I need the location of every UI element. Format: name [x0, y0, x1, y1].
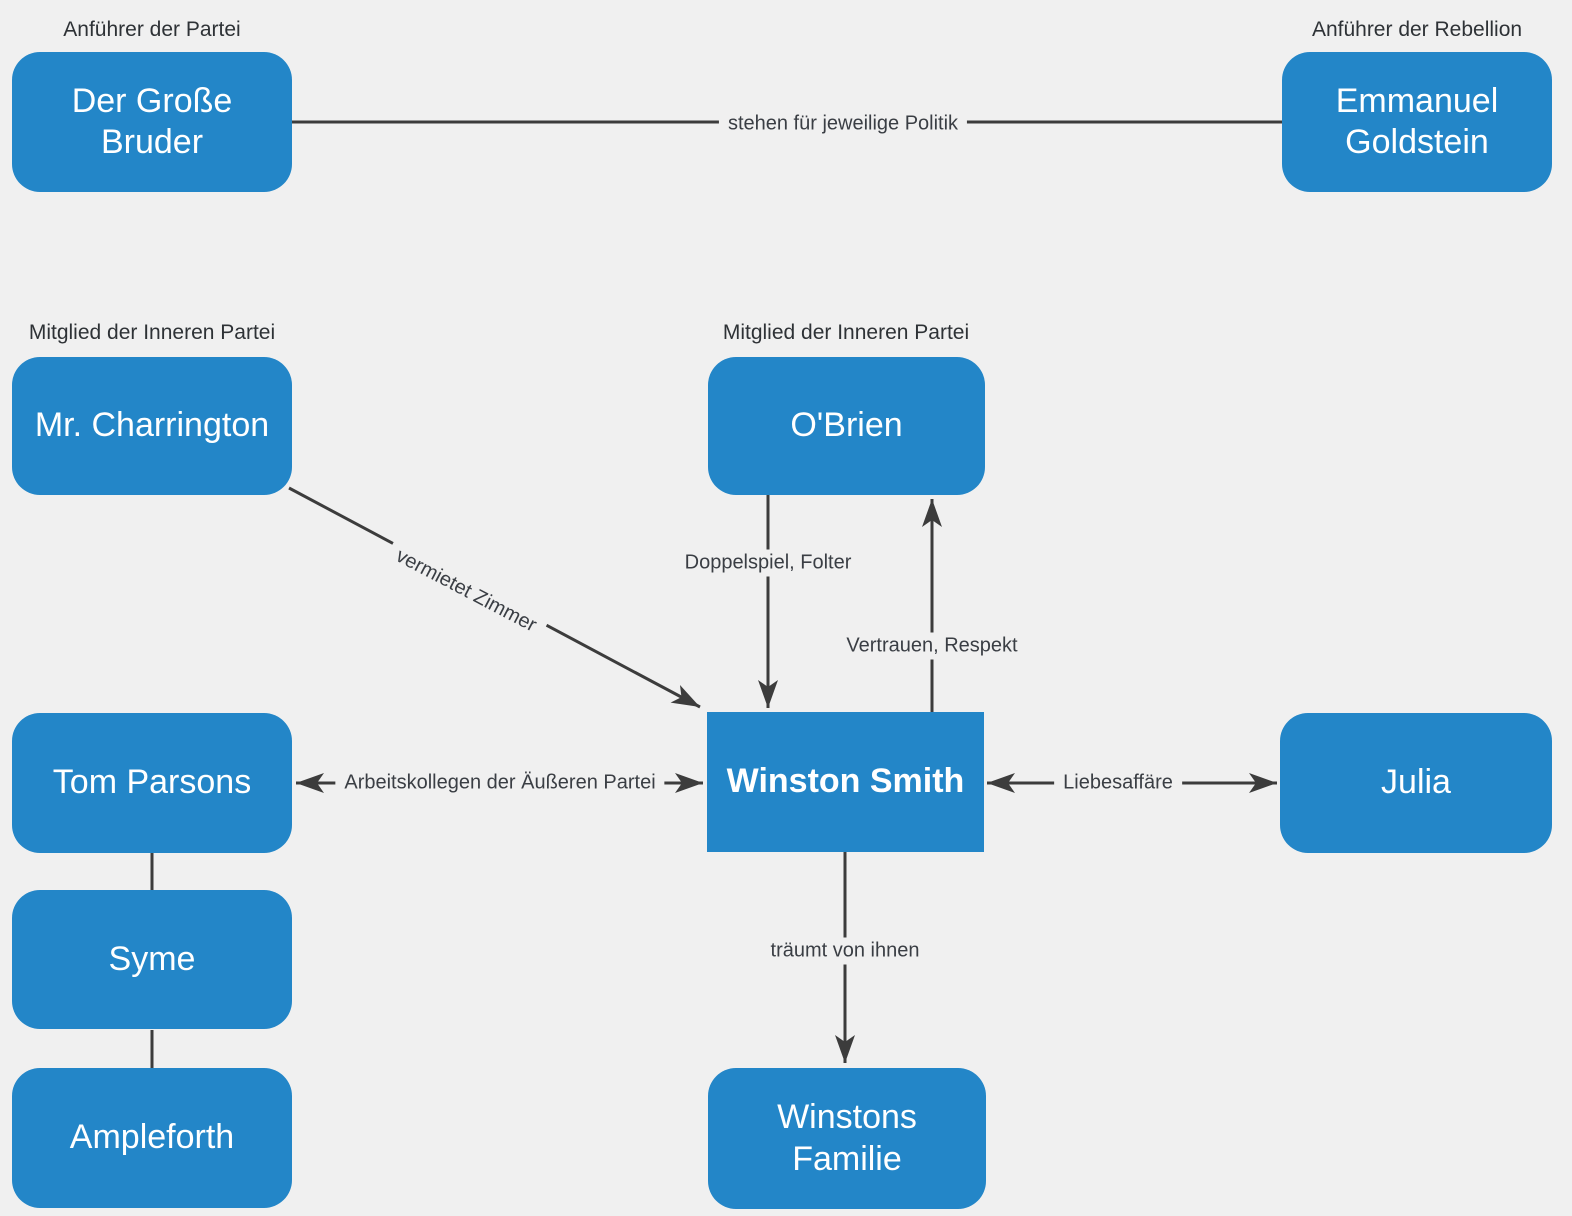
- node-winstons-familie[interactable]: Winstons Familie: [708, 1068, 986, 1209]
- annotation-obrien: Mitglied der Inneren Partei: [722, 321, 970, 344]
- annotation-goldstein: Anführer der Rebellion: [1311, 18, 1523, 41]
- edge-label-arbeitskollegen: Arbeitskollegen der Äußeren Partei: [335, 769, 665, 797]
- node-label: Emmanuel Goldstein: [1335, 81, 1499, 161]
- node-label: Julia: [1381, 763, 1451, 802]
- annotation-big-brother: Anführer der Partei: [63, 18, 241, 41]
- annotation-charrington: Mitglied der Inneren Partei: [28, 321, 276, 344]
- node-label: Mr. Charrington: [34, 406, 270, 445]
- edge-label-vertrauen: Vertrauen, Respekt: [837, 632, 1027, 660]
- node-mr-charrington[interactable]: Mr. Charrington: [12, 357, 292, 495]
- node-tom-parsons[interactable]: Tom Parsons: [12, 713, 292, 853]
- node-obrien[interactable]: O'Brien: [708, 357, 985, 495]
- edge-label-doppelspiel: Doppelspiel, Folter: [675, 549, 861, 577]
- node-label: Winston Smith: [726, 762, 965, 801]
- edge-label-traeumt: träumt von ihnen: [761, 937, 929, 965]
- node-label: Ampleforth: [69, 1118, 235, 1157]
- node-winston-smith[interactable]: Winston Smith: [707, 712, 984, 852]
- node-emmanuel-goldstein[interactable]: Emmanuel Goldstein: [1282, 52, 1552, 192]
- node-julia[interactable]: Julia: [1280, 713, 1552, 853]
- node-ampleforth[interactable]: Ampleforth: [12, 1068, 292, 1208]
- node-syme[interactable]: Syme: [12, 890, 292, 1029]
- node-label: Tom Parsons: [52, 763, 252, 802]
- edge-label-liebesaffaere: Liebesaffäre: [1054, 769, 1182, 797]
- node-label: O'Brien: [790, 406, 903, 445]
- node-label: Winstons Familie: [777, 1098, 917, 1178]
- node-der-grosse-bruder[interactable]: Der Große Bruder: [12, 52, 292, 192]
- node-label: Syme: [108, 939, 196, 978]
- node-label: Der Große Bruder: [71, 81, 233, 161]
- edge-label-politik: stehen für jeweilige Politik: [718, 110, 968, 138]
